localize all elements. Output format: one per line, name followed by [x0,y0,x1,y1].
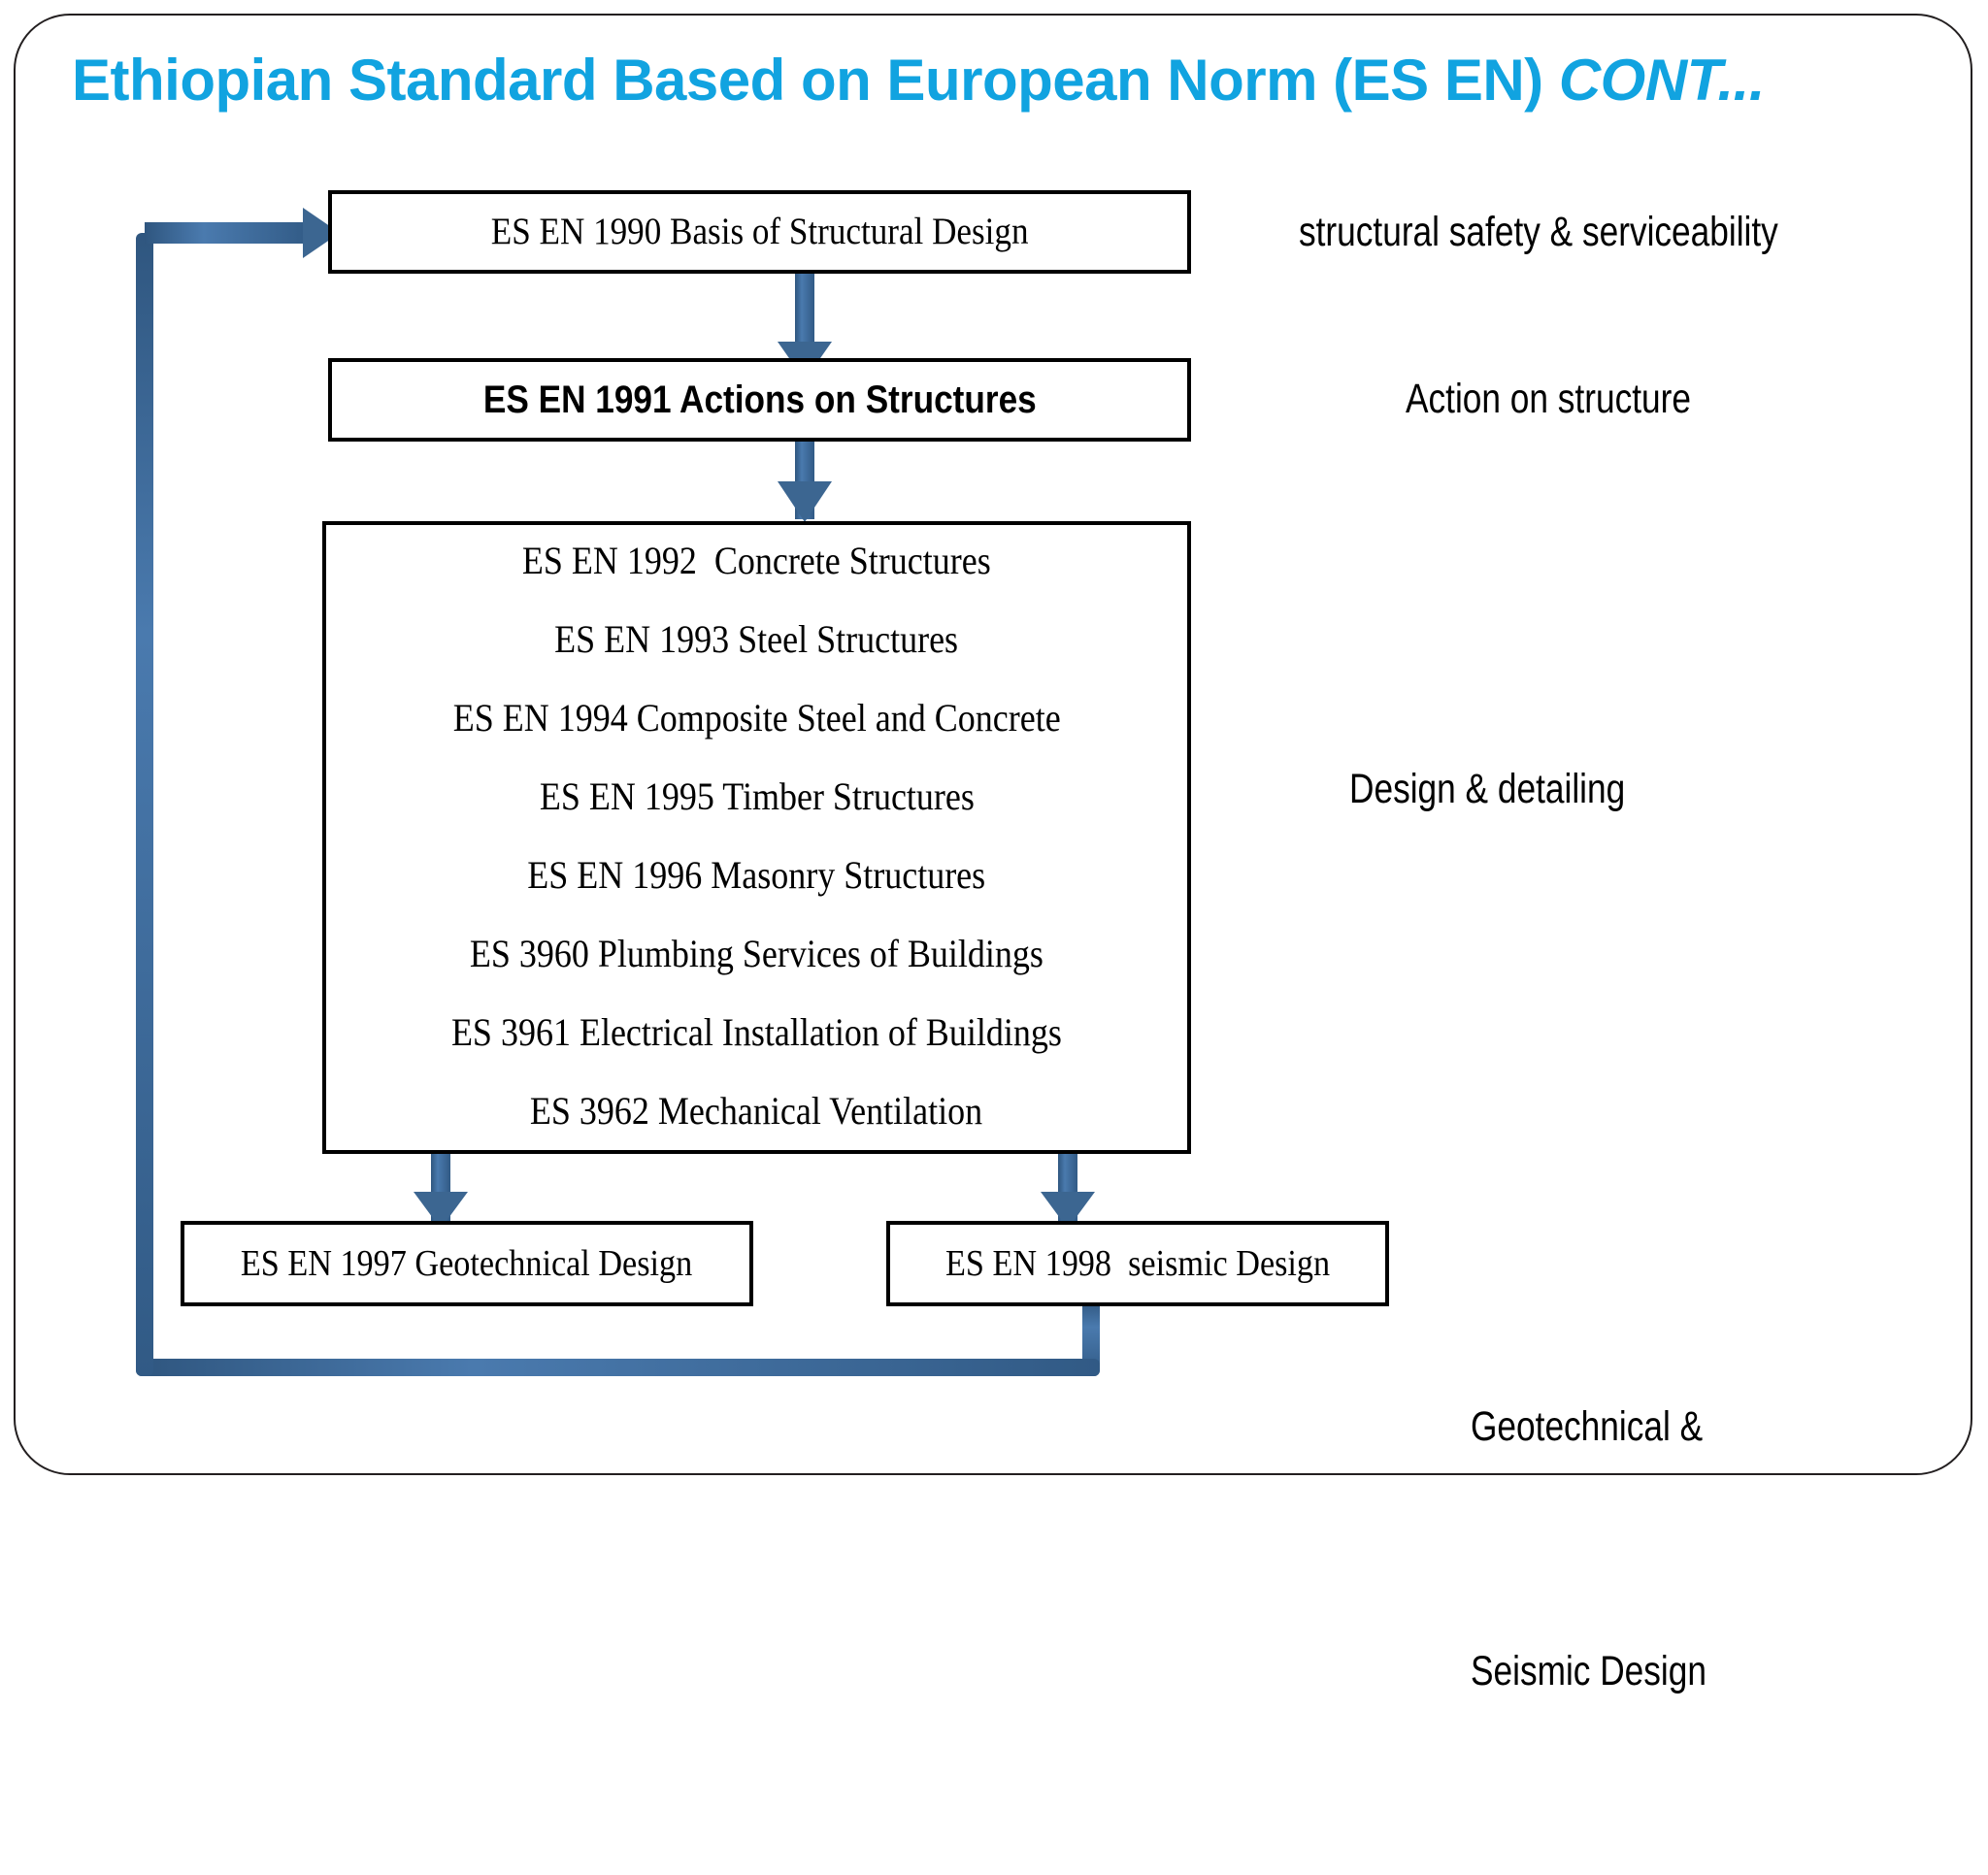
design-list-item: ES EN 1995 Timber Structures [539,774,975,818]
flow-box-1990-label: ES EN 1990 Basis of Structural Design [490,211,1029,252]
design-list-item: ES 3960 Plumbing Services of Buildings [469,932,1044,975]
annotation-design-and-detailing: Design & detailing [1349,766,1626,812]
annotation-geotechnical-seismic: Geotechnical & Seismic Design [1471,1223,1706,1875]
design-list-item: ES EN 1993 Steel Structures [554,617,959,661]
flow-box-1991-label: ES EN 1991 Actions on Structures [482,378,1037,421]
flow-box-1997-label: ES EN 1997 Geotechnical Design [241,1243,693,1284]
arrow-design-to-1997 [414,1151,468,1229]
design-list-item: ES 3962 Mechanical Ventilation [530,1089,983,1133]
design-list-item: ES EN 1996 Masonry Structures [527,853,986,897]
annotation-geotechnical-line1: Geotechnical & [1471,1403,1704,1450]
flow-box-es-en-1997[interactable]: ES EN 1997 Geotechnical Design [181,1221,753,1306]
arrow-design-to-1998 [1041,1151,1095,1229]
page-title-continuation: CONT... [1558,48,1766,113]
design-list-item: ES EN 1994 Composite Steel and Concrete [452,696,1061,740]
flow-box-es-en-1998[interactable]: ES EN 1998 seismic Design [886,1221,1389,1306]
flow-box-design-and-detailing[interactable]: ES EN 1992 Concrete Structures ES EN 199… [322,521,1191,1154]
slide-canvas: Ethiopian Standard Based on European Nor… [14,14,1972,1694]
annotation-action-on-structure: Action on structure [1406,376,1691,422]
arrow-1991-to-design [778,442,832,522]
flow-box-1998-label: ES EN 1998 seismic Design [944,1243,1331,1284]
flow-box-es-en-1991[interactable]: ES EN 1991 Actions on Structures [328,358,1191,442]
annotation-geotechnical-line2: Seismic Design [1471,1648,1706,1694]
page-title: Ethiopian Standard Based on European Nor… [72,47,1916,115]
annotation-structural-safety: structural safety & serviceability [1299,209,1778,255]
flow-box-es-en-1990[interactable]: ES EN 1990 Basis of Structural Design [328,190,1191,274]
design-list-item: ES 3961 Electrical Installation of Build… [451,1010,1062,1054]
design-list-item: ES EN 1992 Concrete Structures [522,539,991,582]
page-title-main: Ethiopian Standard Based on European Nor… [72,48,1559,113]
